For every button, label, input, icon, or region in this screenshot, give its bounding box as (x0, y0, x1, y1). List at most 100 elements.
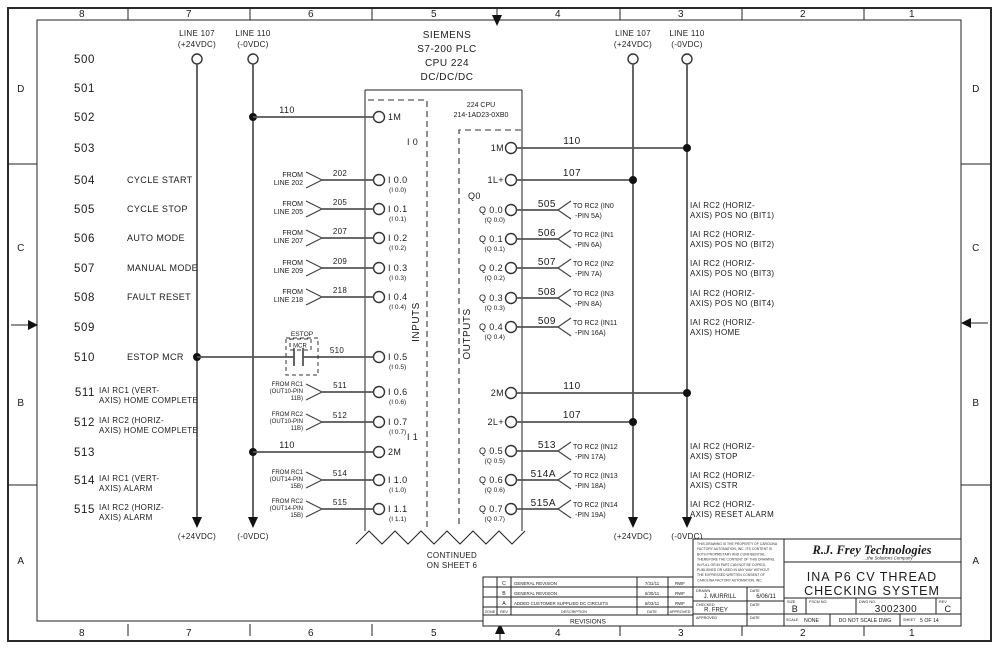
wire-number: 515A (531, 498, 556, 509)
output-terminal-label: 1L+ (488, 175, 504, 185)
destination-connector (557, 441, 572, 452)
revision-date: 6/03/11 (645, 601, 660, 606)
mcr-label: MCR (293, 344, 307, 350)
wire-number: 202 (333, 169, 347, 178)
input-terminal-circle (372, 415, 386, 429)
estop-dashed-box (285, 337, 319, 376)
output-terminal-circle (504, 261, 518, 275)
wire-number: 110 (563, 381, 580, 392)
cpu-part-number: 214-1AD23-0XB0 (454, 112, 509, 119)
input-terminal-label: I 1.0 (388, 475, 408, 485)
field-label: DATE (750, 589, 760, 593)
line-number: 501 (74, 83, 95, 95)
destination-connector (557, 450, 572, 461)
source-label: FROM (282, 201, 303, 208)
zone-number-top: 8 (79, 9, 85, 20)
source-connector (305, 179, 323, 189)
rung-description: AXIS) HOME COMPLETE (99, 426, 198, 435)
output-terminal-label: 2L+ (488, 417, 504, 427)
source-label: FROM RC1 (272, 382, 304, 388)
output-terminal-label: Q 0.3 (479, 293, 503, 303)
input-terminal-circle (372, 445, 386, 459)
source-label: (OUT10-PIN (270, 389, 303, 395)
revision-letter: B (502, 591, 506, 597)
rail-terminal-circle (191, 53, 203, 65)
device-note: AXIS) POS NO (BIT4) (690, 299, 774, 308)
zone-number-bottom: 2 (800, 628, 806, 639)
line-number: 502 (74, 112, 95, 124)
zone-number-bottom: 8 (79, 628, 85, 639)
source-connector (305, 413, 323, 423)
field-label: CHECKED (696, 603, 715, 607)
input-terminal-label: I 0.4 (388, 292, 408, 302)
zone-number-bottom: 5 (431, 628, 437, 639)
continued-note: CONTINUED (427, 551, 477, 560)
proprietary-note: BOTH PROPRIETARY AND CONFIDENTIAL. (697, 552, 766, 556)
zone-letter-right: B (972, 398, 979, 409)
device-note: IAI RC2 (HORIZ- (690, 259, 755, 268)
drawing-title: INA P6 CV THREAD (807, 570, 937, 584)
line-number: 511 (75, 387, 95, 399)
revision-approver: RWF (675, 601, 685, 606)
source-label: 15B) (290, 484, 303, 490)
destination-connector (557, 297, 572, 308)
output-address-label: (Q 0.2) (484, 275, 505, 282)
input-terminal-circle (372, 290, 386, 304)
destination-connector (557, 267, 572, 278)
device-note: AXIS) RESET ALARM (690, 510, 774, 519)
revision-description: ADDED CUSTOMER SUPPLIED DC CIRCUITS (514, 601, 608, 606)
output-terminal-circle (504, 141, 518, 155)
source-connector (305, 296, 323, 306)
destination-connector (557, 479, 572, 490)
source-connector (305, 200, 323, 210)
source-connector (305, 479, 323, 489)
sheet-size: B (792, 604, 798, 614)
line-number: 509 (74, 322, 95, 334)
revision-approver: RWF (675, 581, 685, 586)
zone-number-top: 2 (800, 9, 806, 20)
destination-label: -PIN 7A) (575, 271, 602, 278)
proprietary-note: THIS DRAWING IS THE PROPERTY OF CAROLINA (697, 542, 778, 546)
device-note: IAI RC2 (HORIZ- (690, 318, 755, 327)
wire-number: 110 (563, 136, 580, 147)
drawn-date: 6/06/11 (756, 594, 776, 600)
input-address-label: (I 0.0) (389, 187, 406, 194)
field-label: DRAWN (696, 589, 710, 593)
output-terminal-circle (504, 320, 518, 334)
input-address-label: (I 0.4) (389, 304, 406, 311)
line-number: 512 (74, 417, 95, 429)
wire-number: 510 (330, 346, 344, 355)
checked-by: R. FREY (704, 608, 728, 614)
proprietary-note: CAROLINA FACTORY AUTOMATION, INC. (697, 578, 763, 582)
field-label: SHEET (903, 618, 916, 622)
rail-line-label: LINE 107 (179, 29, 215, 38)
destination-connector (557, 200, 572, 211)
wire-number: 508 (538, 287, 556, 298)
source-connector (305, 508, 323, 518)
destination-label: -PIN 19A) (575, 512, 606, 519)
company-name: R.J. Frey Technologies (812, 543, 932, 557)
junction-dot (629, 176, 637, 184)
output-terminal-label: Q 0.0 (479, 205, 503, 215)
input-terminal-circle (372, 261, 386, 275)
wire-number: 107 (563, 410, 581, 421)
zone-letter-right: D (972, 84, 980, 95)
destination-label: TO RC2 (IN1 (573, 232, 614, 239)
destination-connector (557, 229, 572, 240)
source-label: 11B) (291, 396, 303, 402)
output-terminal-label: 2M (491, 388, 504, 398)
wire-number: 205 (333, 198, 347, 207)
destination-label: -PIN 16A) (575, 330, 606, 337)
device-note: AXIS) CSTR (690, 481, 738, 490)
field-label: SIZE (787, 600, 796, 604)
wire-number: 515 (333, 498, 347, 507)
output-terminal-circle (504, 203, 518, 217)
device-note: IAI RC2 (HORIZ- (690, 500, 755, 509)
wire-number: 511 (333, 381, 347, 390)
destination-connector (557, 317, 572, 328)
rung-description: AXIS) ALARM (99, 513, 153, 522)
destination-connector (557, 258, 572, 269)
outputs-dashed-boundary (458, 129, 521, 528)
field-label: DATE (750, 616, 760, 620)
revision-approver: RWF (675, 591, 685, 596)
